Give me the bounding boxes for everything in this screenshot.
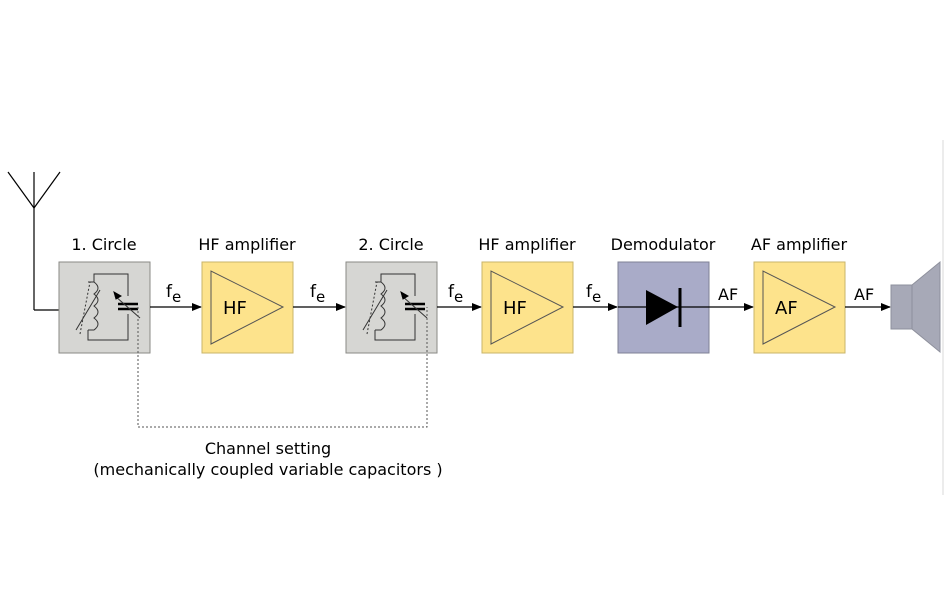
signal-label-6: AF: [854, 285, 875, 304]
amplifier-triangle-icon: [210, 270, 285, 345]
lc-tank-icon: [75, 273, 141, 341]
signal-label-2: fe: [310, 282, 326, 306]
circle1-title: 1. Circle: [71, 235, 137, 254]
hf-amp2-block: [481, 261, 574, 354]
speaker-icon: [890, 260, 941, 354]
coupling-note: Channel setting (mechanically coupled va…: [93, 438, 442, 480]
circle2-block: [345, 261, 438, 354]
amplifier-triangle-icon: [762, 270, 837, 345]
signal-label-5: AF: [718, 285, 739, 304]
af-amp-symbol: AF: [775, 298, 798, 319]
af-amp-block: [753, 261, 846, 354]
hf-amp1-block: [201, 261, 294, 354]
hf-amp2-title: HF amplifier: [478, 235, 576, 254]
coupling-note-line1: Channel setting: [204, 439, 332, 458]
diode-icon: [618, 288, 709, 327]
signal-label-1: fe: [166, 282, 182, 306]
lc-tank-icon: [362, 273, 428, 341]
signal-label-4: fe: [586, 282, 602, 306]
amplifier-triangle-icon: [490, 270, 565, 345]
circle2-title: 2. Circle: [358, 235, 424, 254]
hf-amp1-symbol: HF: [223, 298, 247, 319]
hf-amp1-title: HF amplifier: [198, 235, 296, 254]
demodulator-title: Demodulator: [610, 235, 716, 254]
coupling-dashed-line: [137, 307, 428, 428]
signal-label-3: fe: [448, 282, 464, 306]
antenna-icon: [7, 171, 61, 311]
coupling-note-line2: (mechanically coupled variable capacitor…: [93, 460, 443, 479]
circle1-block: [58, 261, 151, 354]
demodulator-block: [617, 261, 710, 354]
af-amp-title: AF amplifier: [750, 235, 848, 254]
hf-amp2-symbol: HF: [503, 298, 527, 319]
